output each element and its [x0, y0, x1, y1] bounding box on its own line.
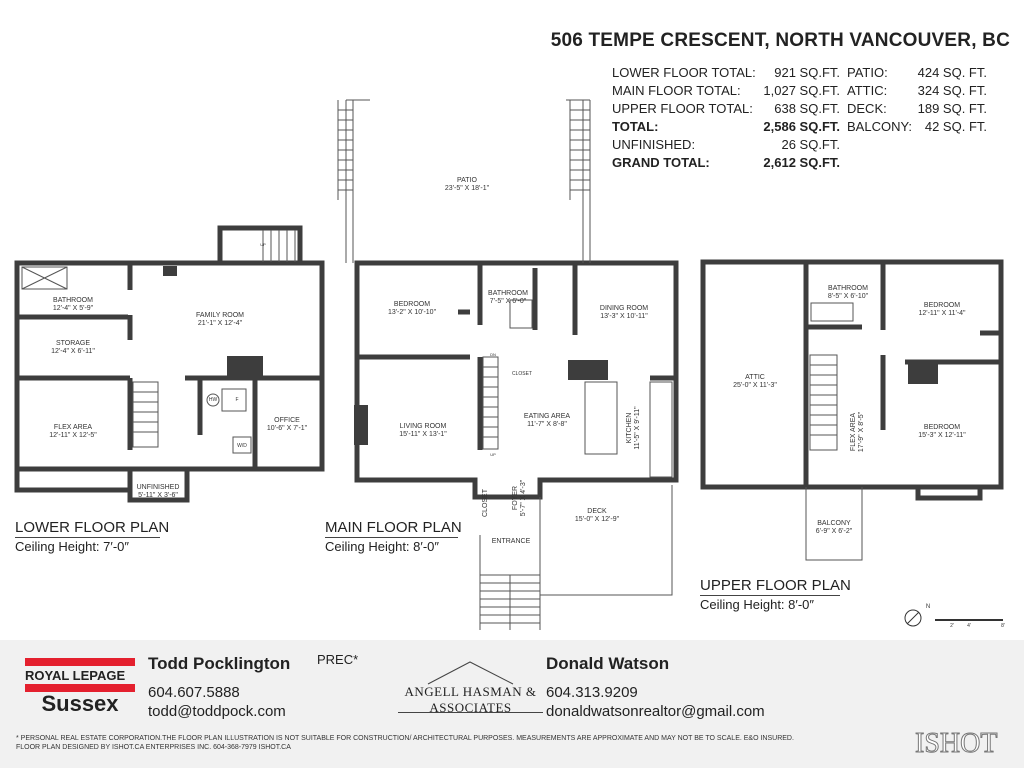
- extra-value: 189 SQ. FT.: [917, 101, 987, 116]
- compass-and-scale: [904, 609, 1003, 627]
- total-value: 921 SQ.FT.: [774, 65, 840, 80]
- royal-lepage-logo: ROYAL LEPAGE Sussex: [25, 658, 135, 716]
- extra-value: 324 SQ. FT.: [917, 83, 987, 98]
- upper-ceiling-height: Ceiling Height: 8′-0″: [700, 595, 840, 612]
- scale-label: 2': [950, 623, 954, 629]
- upper-floor-walls: [700, 259, 1004, 501]
- upper-floor-solids: [908, 362, 938, 384]
- floor-totals-values: 921 SQ.FT. 1,027 SQ.FT. 638 SQ.FT. 2,586…: [740, 64, 840, 172]
- ishot-logo: ISHOT: [914, 728, 998, 760]
- room-label-closet: CLOSET: [511, 371, 533, 377]
- main-floor-outdoor: [337, 99, 673, 630]
- agent2-name: Donald Watson: [546, 654, 670, 673]
- extra-label: PATIO:: [847, 65, 888, 80]
- agent1-designation: PREC*: [317, 652, 359, 667]
- agent1-email[interactable]: todd@toddpock.com: [148, 703, 286, 720]
- disclaimer: * PERSONAL REAL ESTATE CORPORATION.THE F…: [16, 735, 794, 742]
- scale-label: 8': [1001, 623, 1005, 629]
- angell-hasman-logo: ANGELL HASMAN & ASSOCIATES: [398, 658, 543, 715]
- stairs-up-label: UP: [490, 452, 496, 457]
- lower-stairs: [21, 230, 296, 454]
- footer: ROYAL LEPAGE Sussex Todd Pocklington PRE…: [0, 640, 1024, 768]
- property-address: 506 TEMPE CRESCENT, NORTH VANCOUVER, BC: [550, 30, 1010, 51]
- main-ceiling-height: Ceiling Height: 8′-0″: [325, 537, 458, 554]
- designer-credit: FLOOR PLAN DESIGNED BY ISHOT.CA ENTERPRI…: [16, 744, 291, 751]
- agent1-name: Todd Pocklington: [148, 654, 291, 673]
- furnace-label: F: [235, 397, 239, 403]
- room-label-closet: CLOSET: [482, 488, 489, 518]
- stairs-down-label: DN: [490, 352, 496, 357]
- total-label: TOTAL:: [612, 119, 659, 134]
- total-value: 1,027 SQ.FT.: [763, 83, 840, 98]
- extra-label: ATTIC:: [847, 83, 888, 98]
- agent2-email[interactable]: donaldwatsonrealtor@gmail.com: [546, 703, 765, 720]
- agent2-phone: 604.313.9209: [546, 684, 638, 701]
- total-value: 2,612 SQ.FT.: [763, 155, 840, 170]
- total-label: MAIN FLOOR TOTAL:: [612, 83, 741, 98]
- agent1-phone: 604.607.5888: [148, 684, 240, 701]
- extra-value: 424 SQ. FT.: [917, 65, 987, 80]
- scale-label: 4': [967, 623, 971, 629]
- lower-floor-title: LOWER FLOOR PLAN: [15, 519, 170, 536]
- total-label: GRAND TOTAL:: [612, 155, 710, 170]
- hot-water-tank-label: HW: [208, 397, 218, 403]
- extra-label: BALCONY:: [847, 119, 913, 134]
- stairs-up-label: UP: [260, 242, 266, 247]
- lower-floor-walls: [14, 225, 325, 503]
- lower-ceiling-height: Ceiling Height: 7′-0″: [15, 537, 160, 554]
- total-value: 2,586 SQ.FT.: [763, 119, 840, 134]
- total-label: LOWER FLOOR TOTAL:: [612, 65, 756, 80]
- main-floor-solids: [354, 360, 608, 445]
- upper-floor-details: [805, 302, 863, 561]
- floor-totals-labels: LOWER FLOOR TOTAL: MAIN FLOOR TOTAL: UPP…: [612, 64, 756, 172]
- extras-values: 424 SQ. FT. 324 SQ. FT. 189 SQ. FT. 42 S…: [905, 64, 987, 136]
- total-label: UPPER FLOOR TOTAL:: [612, 101, 753, 116]
- extra-value: 42 SQ. FT.: [924, 119, 987, 134]
- compass-north-label: N: [925, 604, 931, 610]
- total-value: 26 SQ.FT.: [781, 137, 840, 152]
- lower-floor-solids: [163, 266, 263, 376]
- floor-plan-drawing: [14, 99, 1004, 630]
- total-value: 638 SQ.FT.: [774, 101, 840, 116]
- extra-label: DECK:: [847, 101, 887, 116]
- washer-dryer-label: W/D: [237, 443, 247, 449]
- upper-floor-title: UPPER FLOOR PLAN: [700, 577, 851, 594]
- extras-labels: PATIO: ATTIC: DECK: BALCONY:: [847, 64, 912, 136]
- room-label-entrance: ENTRANCE: [491, 538, 531, 545]
- main-floor-title: MAIN FLOOR PLAN: [325, 519, 462, 536]
- total-label: UNFINISHED:: [612, 137, 696, 152]
